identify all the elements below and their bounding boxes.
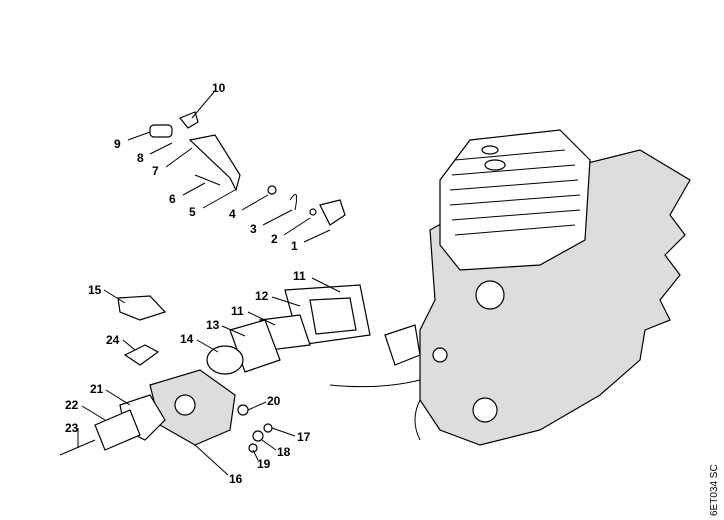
callout: 7 bbox=[152, 164, 159, 178]
callout: 9 bbox=[114, 137, 121, 151]
callout: 5 bbox=[189, 205, 196, 219]
callout: 8 bbox=[137, 151, 144, 165]
callout: 18 bbox=[277, 445, 291, 459]
callout: 14 bbox=[180, 332, 194, 346]
callout: 21 bbox=[90, 382, 104, 396]
callout: 24 bbox=[106, 333, 120, 347]
small-parts bbox=[59, 111, 371, 456]
callout: 4 bbox=[229, 207, 236, 221]
callout: 11 bbox=[231, 304, 244, 318]
callout: 2 bbox=[271, 232, 278, 246]
callout: 20 bbox=[267, 394, 281, 408]
callout: 19 bbox=[257, 457, 271, 471]
diagram-code: 6ET034 SC bbox=[709, 464, 720, 516]
callout: 22 bbox=[65, 398, 79, 412]
callout: 23 bbox=[65, 421, 79, 435]
callout: 1 bbox=[291, 239, 298, 253]
callout: 6 bbox=[169, 192, 176, 206]
callout: 15 bbox=[88, 283, 102, 297]
callout: 12 bbox=[255, 289, 269, 303]
callout: 11 bbox=[293, 269, 306, 283]
callout: 17 bbox=[297, 430, 311, 444]
callout: 13 bbox=[206, 318, 220, 332]
callout: 10 bbox=[212, 81, 226, 95]
callout: 16 bbox=[229, 472, 243, 486]
engine-crankcase bbox=[329, 129, 691, 446]
callout: 3 bbox=[250, 222, 257, 236]
leader-lines bbox=[77, 91, 341, 476]
callout-labels: 10 9 8 7 6 5 4 3 2 1 11 15 12 11 13 14 2… bbox=[65, 81, 311, 486]
